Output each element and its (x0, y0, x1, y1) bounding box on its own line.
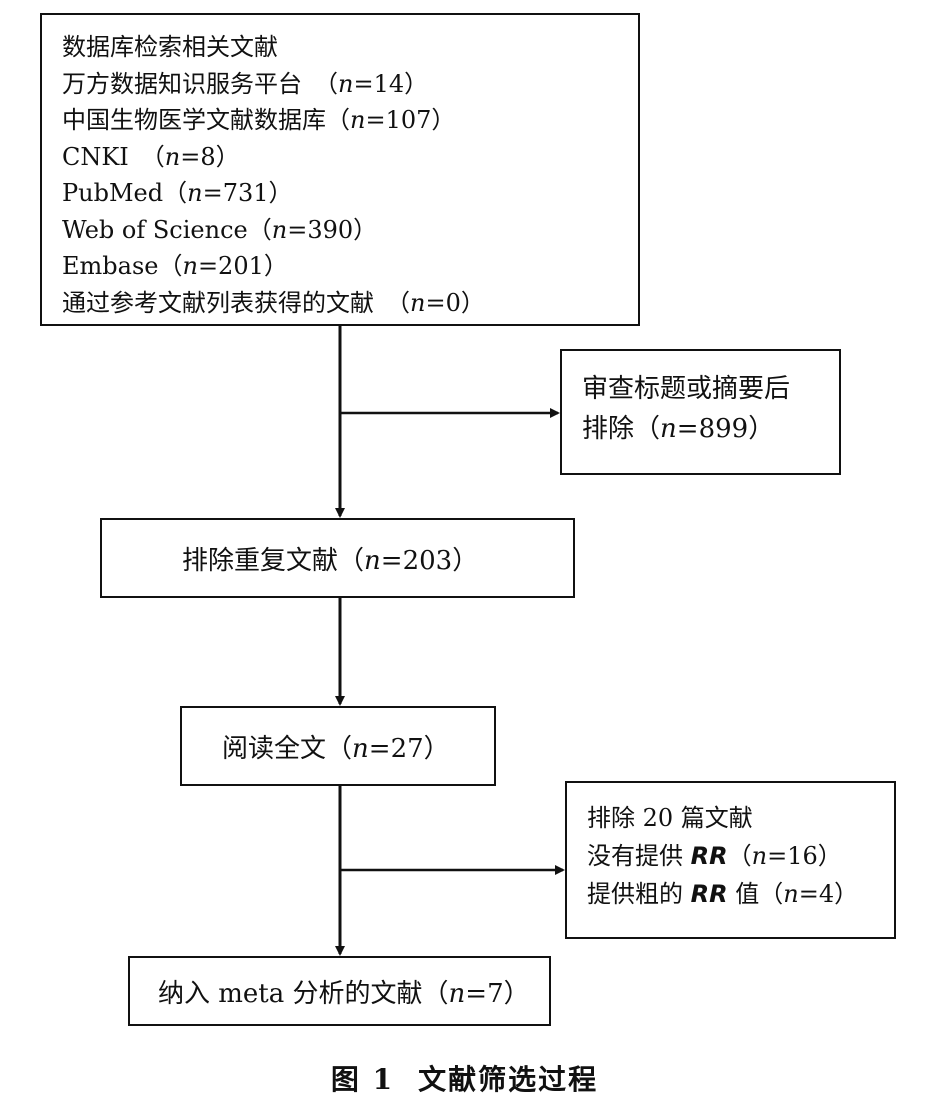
source-count: 107 (385, 106, 432, 134)
exclusion-count-line: 排除（n=899） (582, 414, 775, 444)
figure-caption: 图 1 文献筛选过程 (0, 1058, 929, 1098)
full-text-label: 阅读全文（n=27） (222, 733, 450, 764)
source-line: Web of Science（n=390） (62, 215, 378, 244)
source-line: 通过参考文献列表获得的文献 （n=0） (62, 288, 485, 317)
duplicate-removal-label: 排除重复文献（n=203） (182, 545, 479, 576)
source-count: 8 (200, 142, 216, 171)
source-count: 201 (218, 252, 264, 280)
full-text-count: 27 (390, 733, 424, 764)
included-label: 纳入 meta 分析的文献（n=7） (158, 978, 530, 1009)
database-search-box: 数据库检索相关文献 万方数据知识服务平台 （n=14） 中国生物医学文献数据库（… (40, 13, 640, 326)
figure-title: 文献筛选过程 (418, 1063, 599, 1096)
exclusion-count: 899 (698, 414, 749, 444)
source-line: 中国生物医学文献数据库（n=107） (62, 106, 456, 134)
source-line: PubMed（n=731） (62, 179, 293, 207)
exclusion-heading: 审查标题或摘要后 (582, 374, 791, 404)
figure-number: 图 1 (330, 1063, 395, 1096)
title-abstract-exclusion-box: 审查标题或摘要后 排除（n=899） (560, 349, 841, 475)
exclusion-reason-crude-rr: 提供粗的 RR 值（n=4） (587, 880, 859, 908)
exclusion-reason-no-rr: 没有提供 RR（n=16） (587, 842, 842, 870)
search-heading: 数据库检索相关文献 (62, 33, 278, 61)
reason-count: 4 (818, 880, 835, 908)
duplicate-count: 203 (402, 545, 453, 576)
full-text-review-box: 阅读全文（n=27） (180, 706, 496, 786)
source-count: 390 (307, 215, 354, 244)
source-line: CNKI （n=8） (62, 142, 240, 171)
reason-count: 16 (787, 842, 818, 870)
included-studies-box: 纳入 meta 分析的文献（n=7） (128, 956, 551, 1026)
source-count: 731 (222, 179, 269, 207)
included-count: 7 (487, 978, 504, 1009)
source-count: 14 (373, 69, 405, 98)
full-text-exclusion-box: 排除 20 篇文献 没有提供 RR（n=16） 提供粗的 RR 值（n=4） (565, 781, 896, 939)
full-text-exclusion-heading: 排除 20 篇文献 (587, 804, 753, 832)
duplicate-removal-box: 排除重复文献（n=203） (100, 518, 575, 598)
source-line: Embase（n=201） (62, 252, 288, 280)
source-count: 0 (445, 288, 461, 317)
source-line: 万方数据知识服务平台 （n=14） (62, 69, 429, 98)
